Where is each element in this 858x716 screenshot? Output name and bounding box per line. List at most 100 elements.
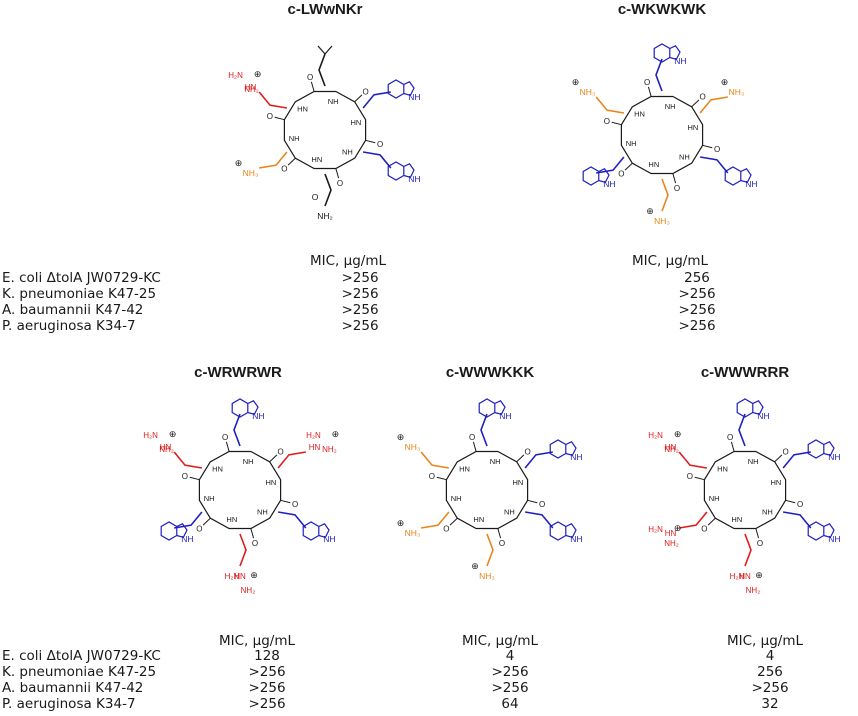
mic-value: >256 bbox=[341, 270, 379, 286]
arginine-nh-label: HN bbox=[234, 572, 246, 581]
carbonyl-bond bbox=[310, 81, 315, 92]
amide-nh-label: NH bbox=[709, 494, 720, 503]
lysine-amine-label: NH₃ bbox=[405, 442, 421, 452]
peptide-title-c-WWWRRR: c-WWWRRR bbox=[700, 364, 790, 381]
amide-nh-label: NH bbox=[328, 97, 339, 106]
amide-nh-label: HN bbox=[226, 515, 237, 524]
carbonyl-bond bbox=[472, 441, 477, 452]
peptide-title-c-WWWKKK: c-WWWKKK bbox=[445, 364, 535, 381]
organism-label-paeruginosa-top: P. aeruginosa K34-7 bbox=[2, 318, 136, 334]
lysine-amine-label: NH₃ bbox=[405, 528, 421, 538]
carbonyl-bond bbox=[691, 99, 700, 108]
amide-nh-label: NH bbox=[748, 457, 759, 466]
positive-charge-symbol: ⊕ bbox=[572, 77, 580, 87]
indole-nh-label: NH bbox=[252, 411, 264, 421]
amide-nh-label: NH bbox=[665, 102, 676, 111]
carbonyl-o-label: O bbox=[307, 73, 313, 82]
indole-nh-label: NH bbox=[603, 179, 615, 189]
amide-nh-label: HN bbox=[212, 465, 223, 474]
lysine-amine-label: NH₃ bbox=[580, 87, 596, 97]
carbonyl-o-label: O bbox=[196, 525, 202, 534]
amide-nh-label: HN bbox=[770, 478, 781, 487]
pyrrole-ring bbox=[247, 400, 259, 416]
mic-value: >256 bbox=[678, 302, 716, 318]
organism-label-abaumannii-top: A. baumannii K47-42 bbox=[2, 302, 144, 318]
carbonyl-o-label: O bbox=[604, 117, 610, 126]
amide-nh-label: HN bbox=[687, 123, 698, 132]
side-chain-arg bbox=[678, 451, 708, 469]
amide-nh-label: NH bbox=[243, 457, 254, 466]
carbonyl-bond bbox=[707, 517, 716, 526]
carbonyl-o-label: O bbox=[267, 112, 273, 121]
carbonyl-o-label: O bbox=[277, 447, 283, 456]
mic-value: >256 bbox=[248, 664, 286, 680]
pyrrole-ring bbox=[598, 168, 610, 184]
guanidine-label: NH₂ bbox=[664, 539, 679, 548]
side-chain-trp bbox=[277, 511, 307, 529]
carbonyl-o-label: O bbox=[524, 447, 530, 456]
lysine-amine-label: NH₃ bbox=[243, 168, 259, 178]
carbonyl-o-label: O bbox=[429, 472, 435, 481]
indole-nh-label: NH bbox=[828, 534, 840, 544]
mic-value: >256 bbox=[248, 696, 286, 712]
benzene-ring bbox=[807, 521, 825, 541]
mic-value: >256 bbox=[491, 664, 529, 680]
carbonyl-bond bbox=[189, 476, 200, 481]
mic-value: >256 bbox=[751, 680, 789, 696]
lysine-amine-label: NH₃ bbox=[654, 216, 670, 226]
side-chain-trp bbox=[480, 413, 488, 447]
mic-value: >256 bbox=[341, 302, 379, 318]
carbonyl-o-label: O bbox=[699, 92, 705, 101]
side-chain-arg bbox=[679, 511, 708, 529]
carbonyl-o-label: O bbox=[539, 500, 545, 509]
peptide-title-c-WKWKWK: c-WKWKWK bbox=[617, 1, 707, 18]
carbonyl-bond bbox=[365, 139, 376, 144]
side-chain-trp bbox=[782, 511, 812, 529]
amide-nh-label: NH bbox=[490, 457, 501, 466]
amide-nh-label: HN bbox=[459, 465, 470, 474]
benzene-ring bbox=[807, 439, 825, 459]
carbonyl-bond bbox=[694, 476, 705, 481]
side-chain-lys bbox=[699, 96, 728, 114]
guanidine-label: H₂N bbox=[648, 431, 663, 440]
side-chain-trp bbox=[655, 58, 663, 92]
indole-nh-label: NH bbox=[757, 411, 769, 421]
positive-charge-symbol: ⊕ bbox=[646, 206, 654, 216]
side-chain-lys bbox=[259, 151, 288, 169]
mic-value: >256 bbox=[491, 680, 529, 696]
pyrrole-ring bbox=[176, 523, 188, 539]
side-chain-arg bbox=[258, 91, 288, 109]
guanidine-label: H₂N bbox=[143, 431, 158, 440]
positive-charge-symbol: ⊕ bbox=[755, 570, 763, 580]
mic-value: 256 bbox=[684, 270, 710, 286]
carbonyl-bond bbox=[785, 499, 796, 504]
side-chain-trp bbox=[738, 413, 746, 447]
pyrrole-ring bbox=[565, 523, 577, 539]
mic-value: 4 bbox=[765, 648, 775, 664]
side-chain-lys bbox=[661, 178, 669, 212]
side-chain-asn bbox=[324, 173, 332, 207]
carbonyl-o-label: O bbox=[644, 78, 650, 87]
carbonyl-bond bbox=[354, 94, 363, 103]
guanidine-label: H₂N bbox=[228, 71, 243, 80]
amide-nh-label: NH bbox=[342, 147, 353, 156]
carbonyl-o-label: O bbox=[797, 500, 803, 509]
carbonyl-bond bbox=[436, 476, 447, 481]
side-chain-trp bbox=[782, 451, 811, 469]
carbonyl-o-label: O bbox=[618, 170, 624, 179]
carbonyl-bond bbox=[730, 441, 735, 452]
lysine-amine-label: NH₃ bbox=[479, 571, 495, 581]
side-chain-trp bbox=[233, 413, 241, 447]
positive-charge-symbol: ⊕ bbox=[721, 77, 729, 87]
positive-charge-symbol: ⊕ bbox=[235, 158, 243, 168]
amide-nh-label: NH bbox=[257, 507, 268, 516]
mic-header-c-LWwNKr: MIC, µg/mL bbox=[309, 253, 387, 269]
guanidine-label: NH₂ bbox=[244, 85, 259, 94]
carbonyl-o-label: O bbox=[362, 87, 368, 96]
mic-value: >256 bbox=[341, 318, 379, 334]
guanidine-label: NH₂ bbox=[159, 445, 174, 454]
peptide-title-c-WRWRWR: c-WRWRWR bbox=[194, 364, 282, 381]
